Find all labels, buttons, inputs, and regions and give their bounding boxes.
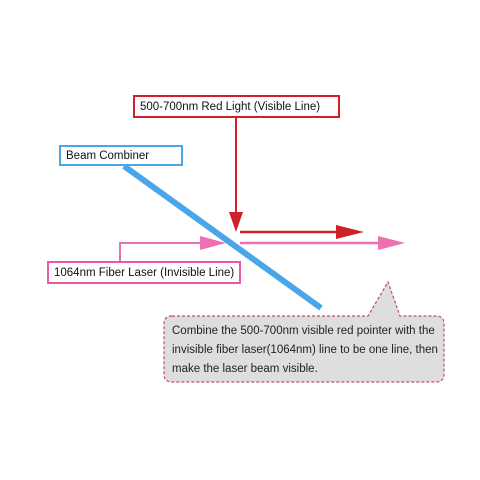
beam-combiner-label-text: Beam Combiner bbox=[66, 150, 150, 162]
output-pink-arrowhead bbox=[378, 236, 405, 250]
beam-combiner-label: Beam Combiner bbox=[59, 145, 183, 166]
red-light-label: 500-700nm Red Light (Visible Line) bbox=[133, 95, 340, 118]
red-light-label-text: 500-700nm Red Light (Visible Line) bbox=[140, 101, 321, 113]
fiber-laser-label: 1064nm Fiber Laser (Invisible Line) bbox=[47, 261, 241, 284]
output-red-arrowhead bbox=[336, 225, 364, 239]
beam-combiner-mirror bbox=[122, 163, 323, 311]
callout-bubble bbox=[163, 280, 445, 383]
callout-text: Combine the 500-700nm visible red pointe… bbox=[172, 325, 438, 375]
fiber-laser-connector bbox=[119, 242, 202, 261]
fiber-laser-input-arrowhead bbox=[200, 236, 226, 250]
fiber-laser-label-text: 1064nm Fiber Laser (Invisible Line) bbox=[54, 267, 235, 279]
red-light-arrowhead bbox=[229, 212, 243, 232]
